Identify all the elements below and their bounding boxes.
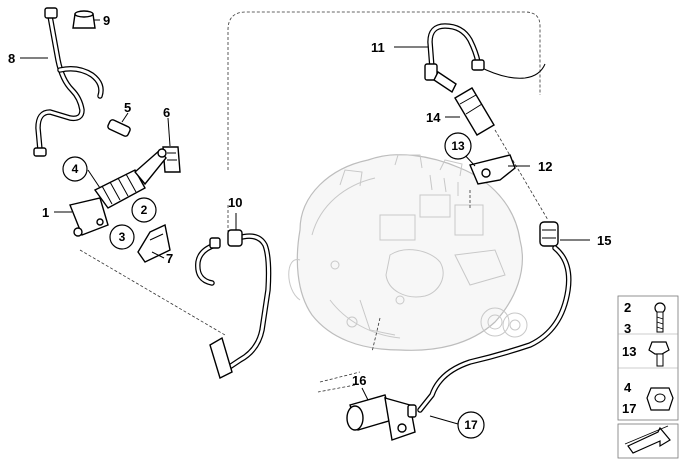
leader-lines [20, 19, 590, 425]
clutch-line-left [195, 229, 272, 379]
callout-11: 11 [371, 40, 385, 55]
svg-text:3: 3 [119, 230, 126, 244]
callout-5: 5 [124, 100, 131, 115]
clutch-line-right [417, 221, 572, 413]
callout-3-circle: 3 [109, 224, 135, 250]
guide-lines [79, 11, 549, 393]
upper-hose [424, 23, 546, 94]
callout-16: 16 [352, 373, 366, 388]
svg-text:17: 17 [464, 418, 478, 432]
bracket-plate [469, 154, 516, 185]
svg-text:2: 2 [141, 203, 148, 217]
master-cylinder [69, 148, 167, 237]
clip-bracket [162, 146, 181, 173]
svg-text:13: 13 [451, 139, 465, 153]
svg-text:4: 4 [72, 162, 79, 176]
mount-bracket [137, 223, 171, 263]
callout-7: 7 [166, 251, 173, 266]
nut-icon [646, 387, 674, 411]
callout-2-circle: 2 [131, 197, 157, 223]
callout-8: 8 [8, 51, 15, 66]
legend-label-13: 13 [622, 344, 636, 359]
callout-14: 14 [426, 110, 441, 125]
callout-15: 15 [597, 233, 611, 248]
hose-connector [454, 87, 495, 136]
hardware-legend: 2 3 13 4 17 [617, 295, 679, 421]
flange-bolt-icon [648, 341, 670, 367]
callout-12: 12 [538, 159, 552, 174]
pin-part [107, 119, 131, 137]
reservoir-hose [33, 7, 104, 157]
callout-4-circle: 4 [62, 156, 88, 182]
bolt-icon [654, 302, 666, 333]
transmission-housing [288, 154, 528, 351]
legend-label-17: 17 [622, 401, 636, 416]
legend-label-2: 2 [624, 300, 631, 315]
legend-label-3: 3 [624, 321, 631, 336]
slave-cylinder [346, 394, 417, 441]
callout-1: 1 [42, 205, 49, 220]
callout-13-circle: 13 [444, 132, 472, 160]
circled-callouts: 4 2 3 13 17 [62, 132, 485, 439]
callouts: 8 9 5 6 1 7 10 11 14 12 15 16 [8, 13, 611, 388]
hose-cap [72, 10, 96, 29]
callout-9: 9 [103, 13, 110, 28]
callout-17-circle: 17 [457, 411, 485, 439]
arrow-icon[interactable] [617, 423, 679, 459]
legend-label-4: 4 [624, 380, 632, 395]
callout-6: 6 [163, 105, 170, 120]
callout-10: 10 [228, 195, 242, 210]
